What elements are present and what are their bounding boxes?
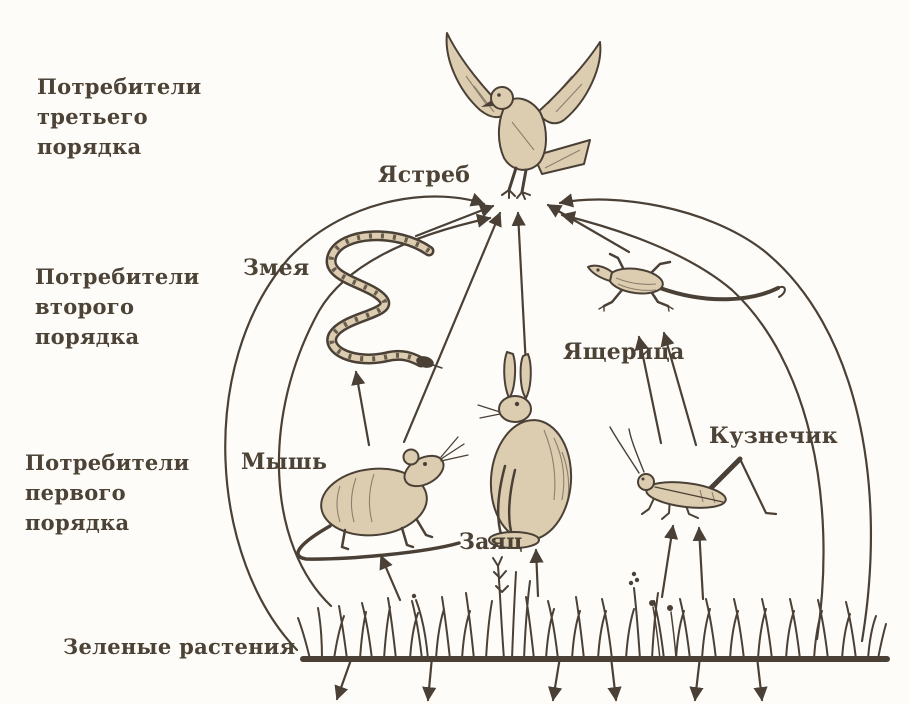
grasshopper-head <box>637 473 655 491</box>
soil-arrows <box>334 655 768 702</box>
hare-whiskers <box>477 404 501 419</box>
hawk-illustration <box>445 32 602 200</box>
grasshopper-wing-line <box>654 486 724 503</box>
mouse-eye <box>423 462 427 466</box>
grasshopper-antennae <box>609 426 645 474</box>
hare-fur-lines <box>543 429 570 505</box>
mouse-fur-lines <box>336 473 375 523</box>
label-green-plants: Зеленые растения <box>63 634 296 659</box>
hawk-body <box>498 97 547 171</box>
grasshopper-illustration <box>609 426 778 520</box>
soil-arrow-1 <box>334 655 354 701</box>
arrow-mouse-to-snake <box>351 370 371 447</box>
lizard-head <box>587 264 613 282</box>
arrow-grasshopper-to-lizard-1 <box>634 335 663 445</box>
label-line: порядка <box>37 134 142 159</box>
hare-front-paws <box>497 464 522 540</box>
plants-illustration <box>297 556 890 662</box>
label-hawk: Ястреб <box>378 162 471 188</box>
label-line: Потребители <box>25 450 190 475</box>
label-line: второго <box>35 294 135 319</box>
mouse-body <box>320 467 428 537</box>
lizard-toes <box>598 305 674 312</box>
lizard-back-lines <box>615 277 657 291</box>
mouse-legs <box>340 518 434 551</box>
hawk-head <box>490 86 514 110</box>
mouse-whiskers <box>440 436 469 462</box>
arrow-plants-to-grasshopper-2 <box>692 526 707 601</box>
soil-arrow-6 <box>753 655 768 702</box>
grasshopper-eye <box>641 477 645 481</box>
soil-arrow-4 <box>607 655 622 702</box>
label-third-order-consumers: Потребители третьего порядка <box>37 72 202 162</box>
hawk-feather-lines <box>465 75 583 169</box>
label-line: порядка <box>35 324 140 349</box>
soil-arrow-3 <box>548 655 563 702</box>
tall-plant-right <box>415 587 641 660</box>
soil-arrow-2 <box>422 655 437 702</box>
hare-right-ear <box>519 353 532 399</box>
predation-arrows <box>351 203 707 602</box>
arrow-plants-to-mouse <box>379 554 402 602</box>
mouse-ear <box>402 448 420 466</box>
tall-plant-center <box>492 556 509 660</box>
arrow-plants-to-hare <box>529 548 544 598</box>
label-hare: Заяц <box>459 529 523 555</box>
flower-stems <box>652 606 677 660</box>
label-second-order-consumers: Потребители второго порядка <box>35 262 200 352</box>
hawk-right-wing <box>537 41 602 125</box>
hare-eye <box>514 401 520 407</box>
arc-right-inner <box>560 211 825 641</box>
hare-head <box>498 395 532 423</box>
arrow-grasshopper-to-lizard-2 <box>660 331 698 447</box>
label-grasshopper: Кузнечик <box>709 423 838 449</box>
arrow-lizard-to-hawk <box>546 203 631 254</box>
grasshopper-hind-tibia <box>738 457 778 516</box>
label-snake: Змея <box>243 255 310 281</box>
hawk-legs <box>507 166 528 194</box>
mouse-tail <box>296 524 461 561</box>
lizard-legs <box>602 252 672 308</box>
label-line: третьего <box>37 104 148 129</box>
lizard-illustration <box>587 252 786 312</box>
arrow-plants-to-grasshopper-1 <box>660 524 679 599</box>
arrow-snake-to-hawk <box>414 204 495 238</box>
label-mouse: Мышь <box>241 449 328 475</box>
label-line: Потребители <box>37 74 202 99</box>
lizard-body <box>608 267 664 295</box>
hare-hind-foot <box>488 531 540 549</box>
lizard-tail-tip <box>777 286 786 298</box>
arc-left-outer <box>224 192 486 652</box>
energy-flow-arcs <box>224 192 873 652</box>
arrow-mouse-to-hawk <box>402 211 502 444</box>
label-first-order-consumers: Потребители первого порядка <box>25 448 190 538</box>
label-line: порядка <box>25 510 130 535</box>
grasshopper-segments <box>699 489 716 504</box>
grass-blades <box>297 571 887 660</box>
soil-arrow-5 <box>689 655 704 702</box>
snake-head <box>416 356 434 368</box>
seed-heads <box>411 571 673 611</box>
arc-right-outer <box>558 193 873 643</box>
label-lizard: Ящерица <box>563 339 685 365</box>
snake-pattern <box>328 233 431 365</box>
hare-illustration <box>477 351 573 549</box>
snake-tongue <box>432 364 443 369</box>
hawk-tail <box>533 139 591 175</box>
hare-left-ear <box>503 351 517 399</box>
arc-left-inner <box>277 213 492 608</box>
label-line: Потребители <box>35 264 200 289</box>
lizard-eye <box>596 268 600 272</box>
lizard-tail <box>658 286 780 302</box>
snake-illustration <box>325 230 443 369</box>
mouse-illustration <box>296 436 469 561</box>
hawk-talons <box>501 189 531 200</box>
label-line: первого <box>25 480 126 505</box>
hawk-eye <box>497 93 501 97</box>
